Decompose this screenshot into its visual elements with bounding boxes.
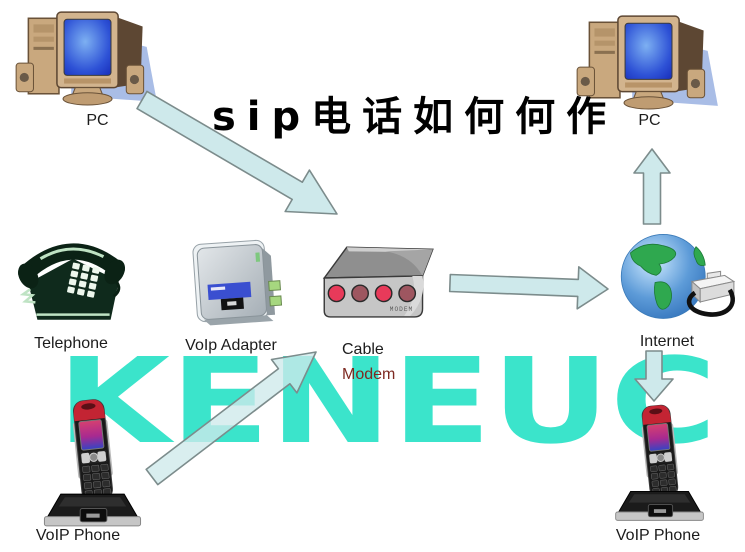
voip-phone-label: VoIP Phone	[35, 527, 121, 544]
cable-modem-icon	[323, 246, 434, 318]
telephone-label: Telephone	[34, 335, 108, 352]
cable-modem-label-line2: Modem	[342, 366, 396, 383]
arrow-modem-to-internet	[448, 266, 609, 310]
cable-modem-label-line1: Cable	[342, 341, 384, 358]
desktop-pc-icon	[15, 11, 158, 106]
desk-telephone-icon	[12, 228, 134, 327]
diagram-title: sip电话如何何作	[212, 94, 618, 140]
internet-label: Internet	[639, 333, 695, 350]
internet-globe-icon	[610, 228, 738, 331]
voip-phone-icon	[43, 398, 142, 527]
voip-phone-label: VoIP Phone	[615, 527, 701, 544]
voip-adapter-label: VoIp Adapter	[185, 337, 277, 354]
voip-phone-icon	[615, 403, 704, 521]
pc-label: PC	[86, 112, 109, 129]
arrow-internet-to-pc	[633, 148, 671, 225]
voip-adapter-icon	[191, 238, 284, 327]
pc-label: PC	[638, 112, 661, 129]
